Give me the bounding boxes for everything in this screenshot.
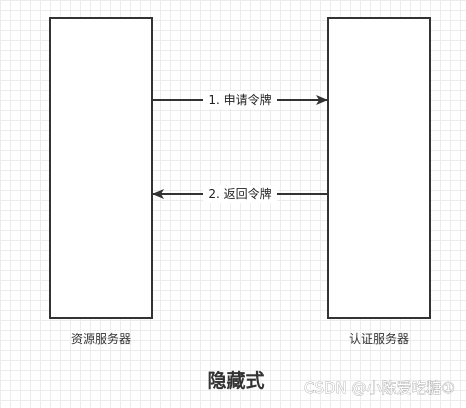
return-token-label-bg bbox=[203, 185, 277, 203]
resource-server-box bbox=[49, 17, 153, 319]
diagram-title: 隐藏式 bbox=[207, 369, 264, 392]
watermark-text: CSDN @小陈爱吃糖① bbox=[304, 379, 455, 397]
auth-server-box bbox=[327, 17, 431, 319]
request-token-label: 1. 申请令牌 bbox=[208, 92, 271, 107]
return-token-label: 2. 返回令牌 bbox=[208, 186, 271, 201]
request-token-label-bg bbox=[203, 91, 277, 109]
resource-server-label: 资源服务器 bbox=[71, 331, 131, 346]
auth-server-label: 认证服务器 bbox=[349, 331, 409, 346]
